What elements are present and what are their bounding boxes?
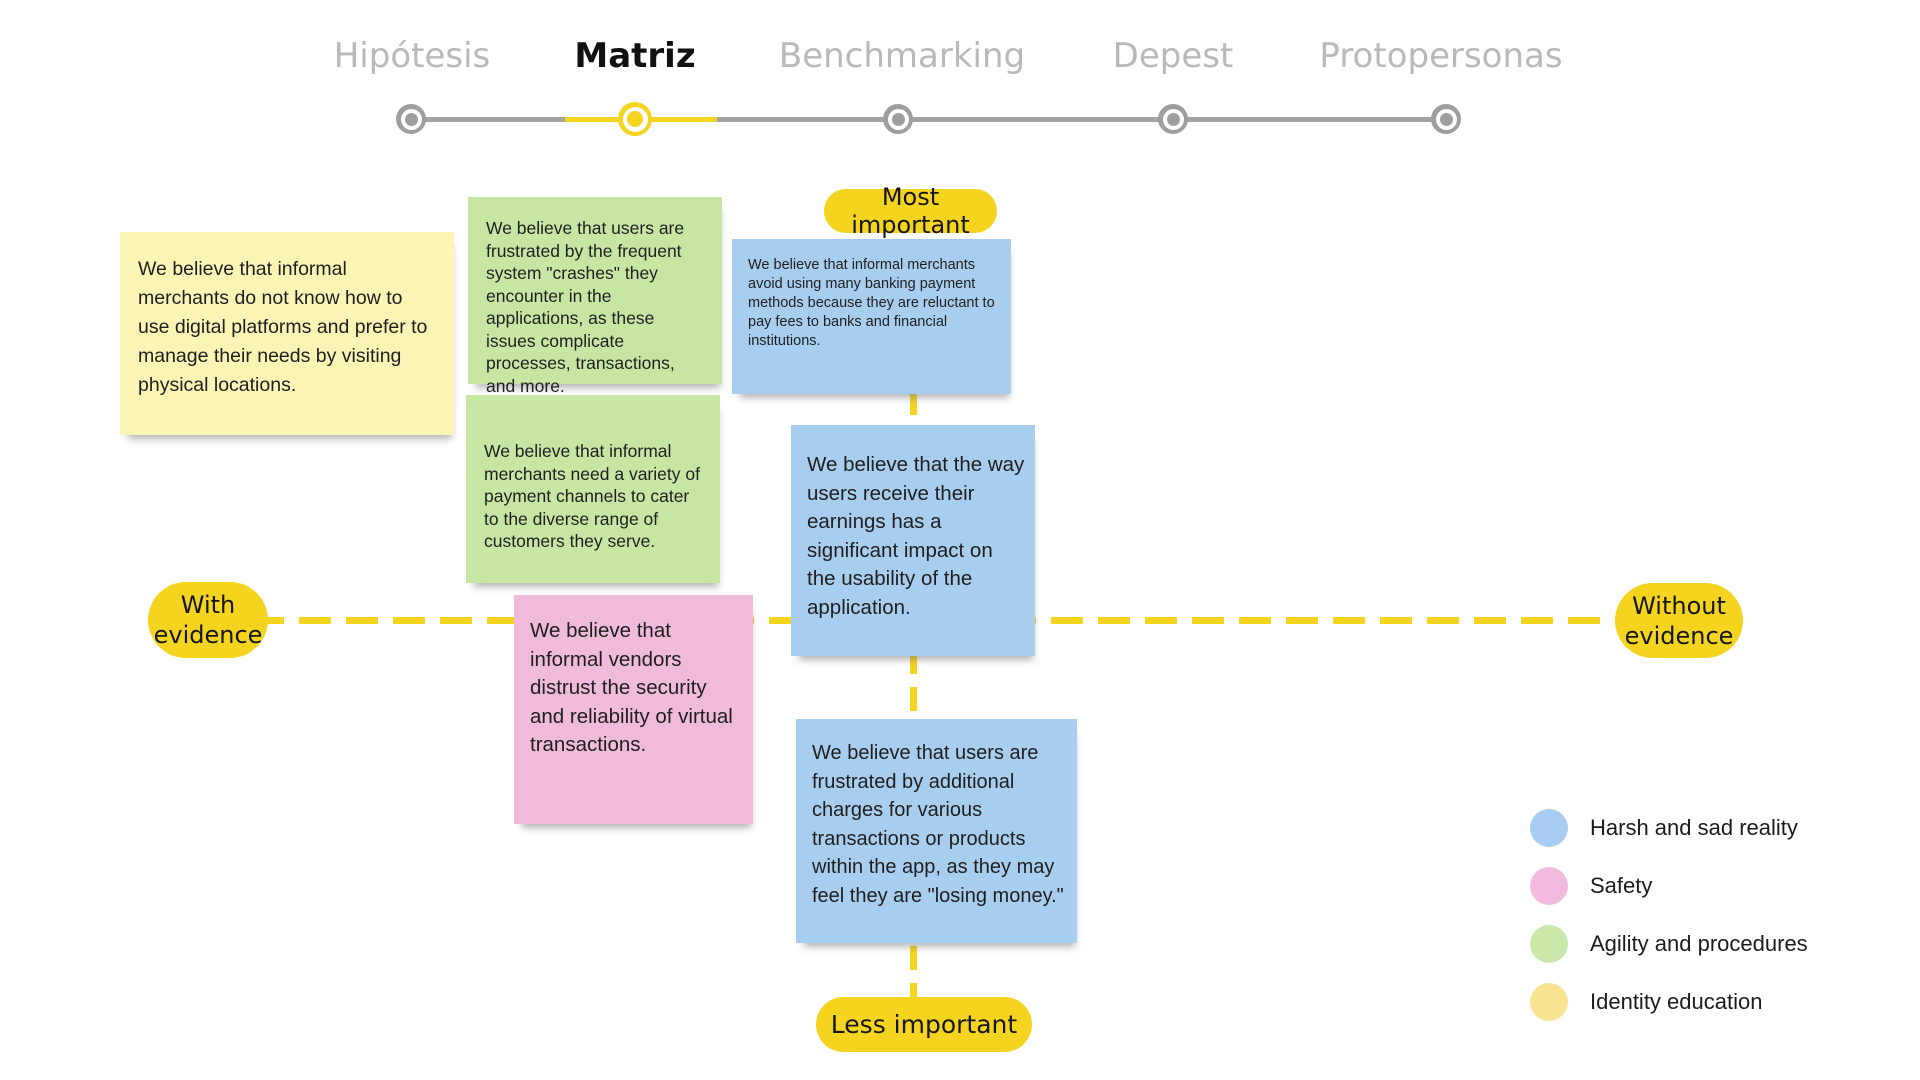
- stepper-label-depest[interactable]: Depest: [1112, 36, 1234, 76]
- axis-label-with-evidence: With evidence: [148, 582, 268, 658]
- legend-label-harsh: Harsh and sad reality: [1590, 815, 1798, 840]
- sticky-note-identity-education[interactable]: We believe that informal merchants do no…: [120, 232, 454, 435]
- legend-item-agility: Agility and procedures: [1530, 925, 1808, 963]
- stepper-dot-core: [404, 112, 418, 126]
- stepper-dot-ring: [1435, 108, 1457, 130]
- legend-label-safety: Safety: [1590, 873, 1653, 898]
- stepper-dot-benchmarking[interactable]: [883, 104, 913, 134]
- axis-label-less-important: Less important: [816, 997, 1032, 1052]
- legend-swatch-agility: [1530, 925, 1568, 963]
- stepper-label-benchmarking[interactable]: Benchmarking: [778, 36, 1026, 76]
- sticky-note-harsh-bank-fees[interactable]: We believe that informal merchants avoid…: [732, 239, 1011, 394]
- stepper-label-matriz[interactable]: Matriz: [574, 36, 696, 76]
- sticky-note-harsh-extra-charges[interactable]: We believe that users are frustrated by …: [796, 719, 1077, 943]
- legend-swatch-safety: [1530, 867, 1568, 905]
- legend-label-agility: Agility and procedures: [1590, 931, 1808, 956]
- stepper-dot-ring: [400, 108, 422, 130]
- stepper-dot-core: [1439, 112, 1453, 126]
- legend-swatch-harsh: [1530, 809, 1568, 847]
- sticky-note-harsh-earnings[interactable]: We believe that the way users receive th…: [791, 425, 1035, 656]
- legend-item-safety: Safety: [1530, 867, 1808, 905]
- stepper-dot-ring: [1162, 108, 1184, 130]
- legend-item-identity: Identity education: [1530, 983, 1808, 1021]
- sticky-note-agility-crashes[interactable]: We believe that users are frustrated by …: [468, 197, 722, 396]
- stepper-dot-core: [1166, 112, 1180, 126]
- axis-label-without-evidence: Without evidence: [1615, 583, 1743, 658]
- stepper-label-hipotesis[interactable]: Hipótesis: [333, 36, 491, 76]
- sticky-note-safety-distrust[interactable]: We believe that informal vendors distrus…: [514, 595, 753, 824]
- stepper-track: [411, 117, 1446, 122]
- stepper-dot-ring: [622, 106, 648, 132]
- stepper-dot-depest[interactable]: [1158, 104, 1188, 134]
- stepper-dot-hipotesis[interactable]: [396, 104, 426, 134]
- stepper-label-protopersonas[interactable]: Protopersonas: [1319, 36, 1563, 76]
- stepper-dot-matriz[interactable]: [618, 102, 652, 136]
- legend-swatch-identity: [1530, 983, 1568, 1021]
- category-legend: Harsh and sad reality Safety Agility and…: [1530, 809, 1808, 1041]
- axis-label-most-important: Most important: [824, 183, 997, 239]
- stepper-dot-core: [627, 111, 643, 127]
- legend-item-harsh: Harsh and sad reality: [1530, 809, 1808, 847]
- stepper-dot-ring: [887, 108, 909, 130]
- stepper-dot-protopersonas[interactable]: [1431, 104, 1461, 134]
- legend-label-identity: Identity education: [1590, 989, 1763, 1014]
- sticky-note-agility-payment-channels[interactable]: We believe that informal merchants need …: [466, 395, 720, 583]
- stepper-dot-core: [891, 112, 905, 126]
